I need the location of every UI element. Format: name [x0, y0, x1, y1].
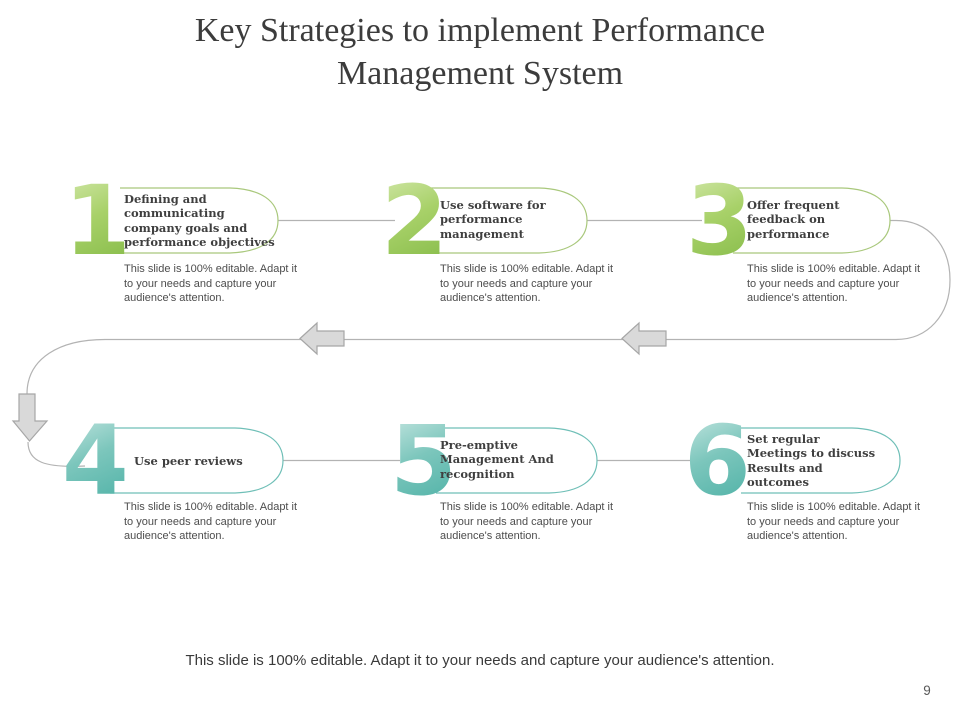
footer-note: This slide is 100% editable. Adapt it to… [185, 652, 775, 669]
page-number: 9 [923, 683, 931, 698]
step1-pill-outline [120, 187, 279, 254]
teal-pill-outlines [110, 427, 901, 494]
step3-description: This slide is 100% editable. Adapt it to… [747, 263, 921, 305]
step4-pill-outline [110, 427, 284, 494]
step3-pill-outline [733, 187, 891, 254]
step4-description: This slide is 100% editable. Adapt it to… [124, 501, 298, 543]
step6-description: This slide is 100% editable. Adapt it to… [747, 501, 921, 543]
step1-title: Defining and communicating company goals… [124, 192, 275, 250]
slide-title: Key Strategies to implement Performance … [194, 12, 766, 92]
arrow-left-icon [299, 321, 345, 356]
step2-description: This slide is 100% editable. Adapt it to… [440, 263, 614, 305]
step1-number: 1 [64, 165, 131, 277]
step5-description: This slide is 100% editable. Adapt it to… [440, 501, 614, 543]
arrow-left-icon [621, 321, 667, 356]
flow-arrows [11, 321, 667, 442]
green-pill-outlines [120, 187, 891, 254]
step4-number: 4 [62, 405, 129, 517]
step1-description: This slide is 100% editable. Adapt it to… [124, 263, 298, 305]
step5-pill-outline [436, 427, 598, 494]
step2-title: Use software for performance management [440, 198, 546, 241]
flow-connectors [26, 219, 951, 467]
step3-number: 3 [686, 165, 753, 277]
step6-number: 6 [684, 405, 751, 517]
step6-pill-outline [741, 427, 901, 494]
step4-title: Use peer reviews [134, 454, 243, 468]
connector-step3-return [26, 219, 951, 395]
arrow-down-icon [11, 393, 49, 442]
step2-number: 2 [381, 165, 448, 277]
step3-title: Offer frequent feedback on performance [747, 198, 840, 241]
step5-number: 5 [390, 405, 457, 517]
step5-title: Pre-emptive Management And recognition [440, 438, 554, 481]
connector-into-step4 [27, 441, 86, 467]
step2-pill-outline [424, 187, 588, 254]
step6-title: Set regular Meetings to discuss Results … [747, 432, 876, 490]
